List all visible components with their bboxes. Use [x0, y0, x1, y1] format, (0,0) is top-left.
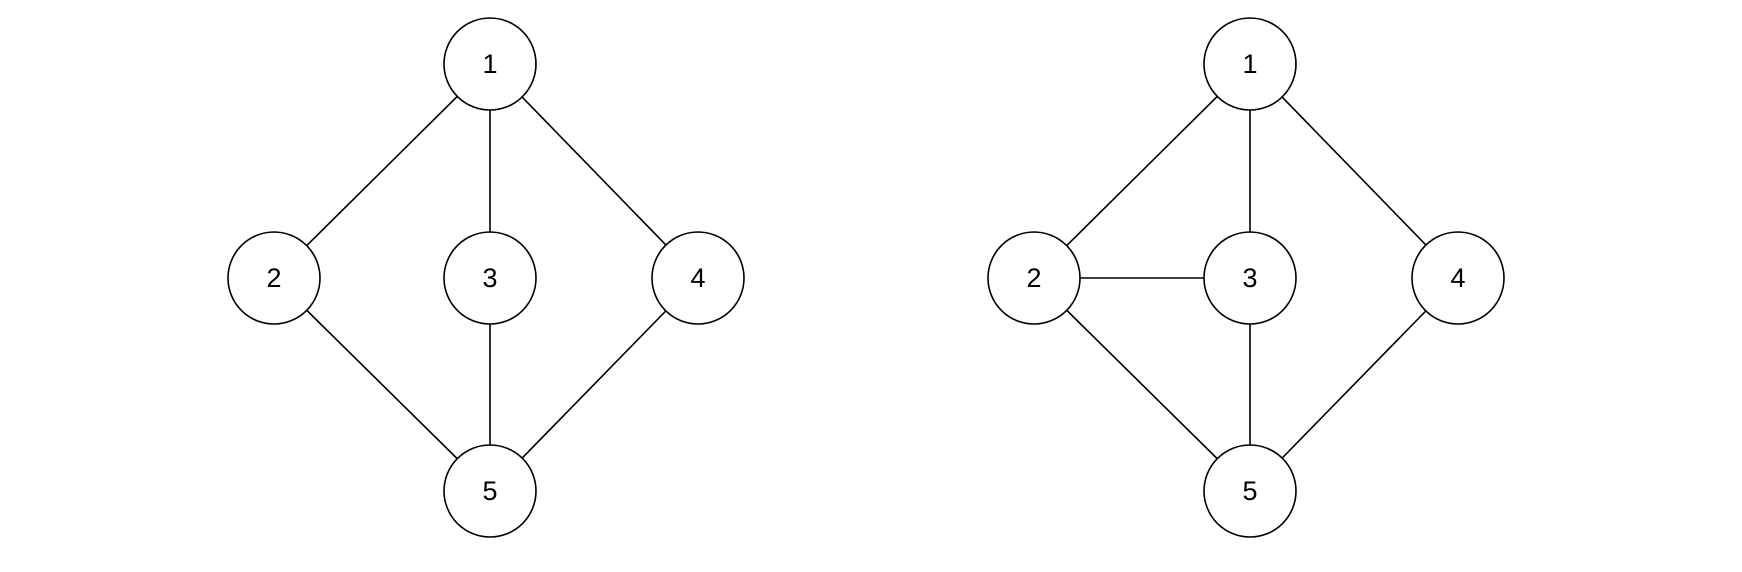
node-2: 2 — [987, 231, 1081, 325]
node-1: 1 — [443, 17, 537, 111]
node-1: 1 — [1203, 17, 1297, 111]
edge-2-5 — [273, 277, 491, 492]
node-circle — [443, 231, 537, 325]
node-3: 3 — [1203, 231, 1297, 325]
node-label: 1 — [1242, 49, 1257, 79]
edge-4-5 — [489, 277, 699, 492]
edge-1-4 — [489, 63, 699, 279]
node-circle — [1203, 17, 1297, 111]
node-5: 5 — [1203, 444, 1297, 538]
edge-2-5 — [1033, 277, 1251, 492]
node-label: 4 — [1450, 263, 1465, 293]
node-label: 3 — [1242, 263, 1257, 293]
graph-left: 1 2 3 4 5 — [227, 17, 745, 538]
edge-1-2 — [1033, 63, 1251, 279]
node-circle — [651, 231, 745, 325]
edge-1-2 — [273, 63, 491, 279]
node-group: 1 2 3 4 5 — [987, 17, 1505, 538]
node-label: 1 — [482, 49, 497, 79]
node-label: 5 — [482, 476, 497, 506]
node-circle — [1411, 231, 1505, 325]
graph-right: 1 2 3 4 5 — [987, 17, 1505, 538]
node-circle — [987, 231, 1081, 325]
node-label: 2 — [1026, 263, 1041, 293]
node-circle — [227, 231, 321, 325]
node-circle — [1203, 231, 1297, 325]
node-circle — [443, 17, 537, 111]
node-4: 4 — [651, 231, 745, 325]
node-label: 5 — [1242, 476, 1257, 506]
node-label: 3 — [482, 263, 497, 293]
node-circle — [1203, 444, 1297, 538]
node-2: 2 — [227, 231, 321, 325]
node-group: 1 2 3 4 5 — [227, 17, 745, 538]
node-5: 5 — [443, 444, 537, 538]
node-label: 2 — [266, 263, 281, 293]
node-label: 4 — [690, 263, 705, 293]
node-circle — [443, 444, 537, 538]
edge-1-4 — [1249, 63, 1459, 279]
node-4: 4 — [1411, 231, 1505, 325]
node-3: 3 — [443, 231, 537, 325]
edge-4-5 — [1249, 277, 1459, 492]
